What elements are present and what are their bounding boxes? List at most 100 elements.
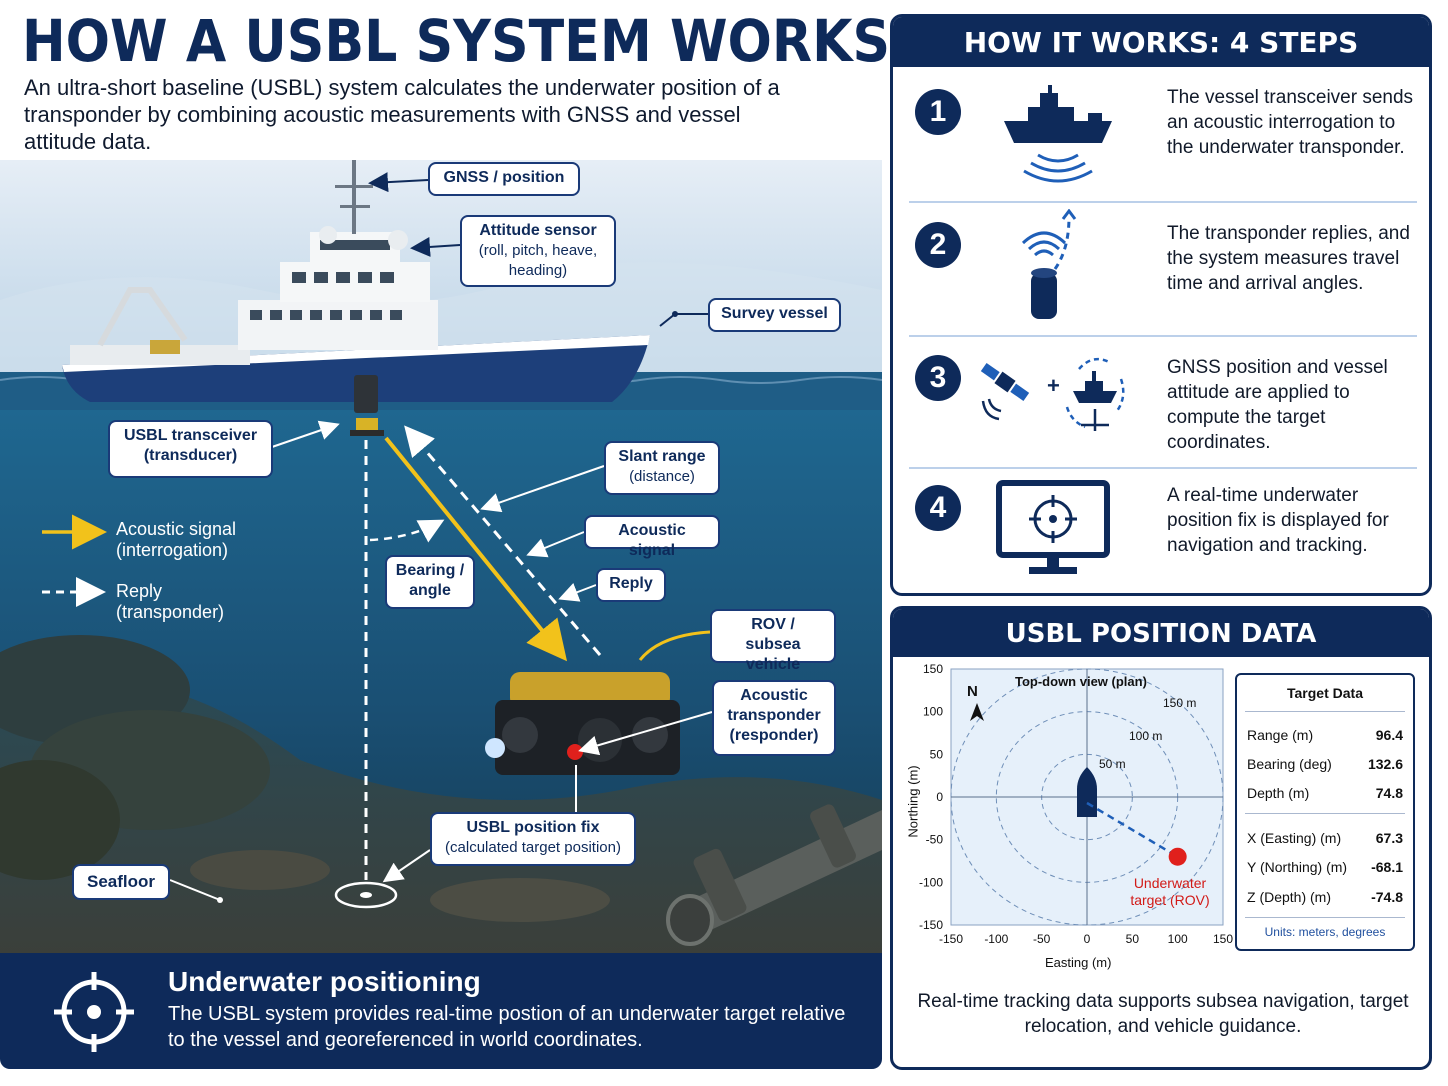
range-value: 96.4 <box>1375 727 1403 743</box>
y-tick-label: -50 <box>926 833 944 847</box>
bottom-banner <box>0 953 882 1069</box>
x-tick-label: -50 <box>1033 932 1051 946</box>
step-3-number: 3 <box>915 355 961 401</box>
tracking-caption: Real-time tracking data supports subsea … <box>917 991 1409 1037</box>
crosshair-icon <box>54 972 134 1052</box>
step-1-text: The vessel transceiver sends an acoustic… <box>1167 87 1414 158</box>
acoustic-transponder-callout: Acoustic transponder (responder) <box>712 680 836 756</box>
y-tick-label: 0 <box>936 790 943 804</box>
usbl-position-fix-callout: USBL position fix (calculated target pos… <box>430 812 636 866</box>
step-divider <box>909 335 1417 337</box>
y-tick-label: 50 <box>930 747 944 761</box>
satellite-plus-ship-icon: + <box>980 357 1125 431</box>
north-arrow-icon <box>970 703 984 721</box>
rov-title: ROV / <box>751 616 795 633</box>
x-tick-label: 50 <box>1126 932 1140 946</box>
bearing-angle-sub: angle <box>409 582 451 599</box>
svg-text:+: + <box>1047 373 1060 398</box>
seafloor-callout: Seafloor <box>72 864 170 900</box>
step-4-text: A real-time underwater position fix is d… <box>1167 485 1389 556</box>
attitude-sensor-sub: (roll, pitch, heave, heading) <box>478 242 598 279</box>
y-northing-label: Y (Northing) (m) <box>1247 859 1348 875</box>
usbl-transceiver-callout: USBL transceiver (transducer) <box>108 420 273 478</box>
attitude-sensor-title: Attitude sensor <box>479 222 597 239</box>
plot-title: Top-down view (plan) <box>1015 674 1147 689</box>
y-northing-value: -68.1 <box>1371 859 1403 875</box>
ring-label-100: 100 m <box>1129 729 1163 743</box>
transponder-reply-icon <box>1021 209 1077 319</box>
bearing-label: Bearing (deg) <box>1247 756 1332 772</box>
banner-title: Underwater positioning <box>168 966 481 997</box>
z-depth-value: -74.8 <box>1371 889 1403 905</box>
target-point <box>1168 847 1187 866</box>
slant-range-sub: (distance) <box>629 468 695 485</box>
north-label: N <box>967 683 978 700</box>
subsea-pipeline <box>666 804 882 946</box>
x-tick-label: -150 <box>939 932 963 946</box>
legend-signal-sub: (interrogation) <box>116 540 229 560</box>
page-subtitle: An ultra-short baseline (USBL) system ca… <box>24 75 780 154</box>
step-divider <box>909 201 1417 203</box>
page-title: HOW A USBL SYSTEM WORKS <box>22 7 891 75</box>
bearing-angle-title: Bearing / <box>395 562 465 579</box>
bearing-angle-callout: Bearing / angle <box>385 555 475 609</box>
range-label: Range (m) <box>1247 727 1314 743</box>
step-1-number: 1 <box>915 89 961 135</box>
y-axis-label: Northing (m) <box>905 765 921 838</box>
z-depth-label: Z (Depth) (m) <box>1247 889 1331 905</box>
legend-reply-label: Reply (transponder) <box>116 581 224 623</box>
monitor-crosshair-icon <box>996 480 1110 574</box>
usbl-transceiver-title: USBL transceiver <box>123 427 258 444</box>
transponder-title: Acoustic <box>740 687 808 704</box>
x-axis-label: Easting (m) <box>1045 955 1112 970</box>
steps-panel-title: HOW IT WORKS: 4 STEPS <box>893 17 1429 67</box>
y-tick-label: -100 <box>919 875 943 889</box>
y-tick-label: -150 <box>919 918 943 932</box>
rov-sub: subsea vehicle <box>745 636 801 673</box>
position-fix-marker <box>334 881 398 909</box>
transponder-sub: (responder) <box>729 727 819 744</box>
x-easting-value: 67.3 <box>1375 830 1403 846</box>
attitude-sensor-callout: Attitude sensor (roll, pitch, heave, hea… <box>460 215 616 287</box>
banner-text: The USBL system provides real-time posti… <box>168 1003 846 1051</box>
position-data-panel: USBL POSITION DATA -150 -100 -50 0 50 100 150 1… <box>890 606 1432 1070</box>
survey-vessel-callout: Survey vessel <box>708 298 841 332</box>
acoustic-signal-callout: Acoustic signal <box>584 515 720 559</box>
y-tick-label: 100 <box>923 705 943 719</box>
table-divider <box>1245 813 1405 814</box>
step-divider <box>909 467 1417 469</box>
target-label-line-2: target (ROV) <box>1130 892 1210 908</box>
legend-signal-title: Acoustic signal <box>116 519 237 539</box>
gnss-callout: GNSS / position <box>428 162 580 196</box>
vessel-marker-icon <box>1077 767 1097 817</box>
ship-sonar-icon <box>1004 85 1112 183</box>
ring-label-150: 150 m <box>1163 696 1197 710</box>
slant-range-title: Slant range <box>618 448 706 465</box>
position-data-title: USBL POSITION DATA <box>893 609 1429 657</box>
x-tick-label: 100 <box>1168 932 1188 946</box>
bearing-line <box>1086 801 1179 858</box>
steps-panel: HOW IT WORKS: 4 STEPS 1 The vessel trans… <box>890 14 1432 596</box>
target-data-title: Target Data <box>1287 685 1363 701</box>
step-4-number: 4 <box>915 485 961 531</box>
legend-signal-label: Acoustic signal (interrogation) <box>116 519 236 561</box>
transponder-mid: transponder <box>727 707 821 724</box>
position-fix-sub: (calculated target position) <box>445 839 621 856</box>
legend-reply-sub: (transponder) <box>116 602 225 622</box>
step-2-number: 2 <box>915 222 961 268</box>
target-label-line-1: Underwater <box>1133 875 1207 891</box>
ring-label-50: 50 m <box>1099 757 1126 771</box>
step-3-text: GNSS position and vessel attitude are ap… <box>1167 357 1388 453</box>
target-data-table: Target Data Range (m) 96.4 Bearing (deg)… <box>1235 673 1415 951</box>
bearing-value: 132.6 <box>1367 756 1403 772</box>
slant-range-callout: Slant range (distance) <box>604 441 720 495</box>
step-2-text: The transponder replies, and the system … <box>1167 223 1410 294</box>
x-tick-label: -100 <box>984 932 1008 946</box>
survey-vessel-illustration <box>62 160 650 402</box>
depth-label: Depth (m) <box>1247 785 1310 801</box>
position-fix-title: USBL position fix <box>466 819 600 836</box>
y-tick-label: 150 <box>923 662 943 676</box>
x-tick-label: 150 <box>1213 932 1233 946</box>
table-divider <box>1245 711 1405 712</box>
